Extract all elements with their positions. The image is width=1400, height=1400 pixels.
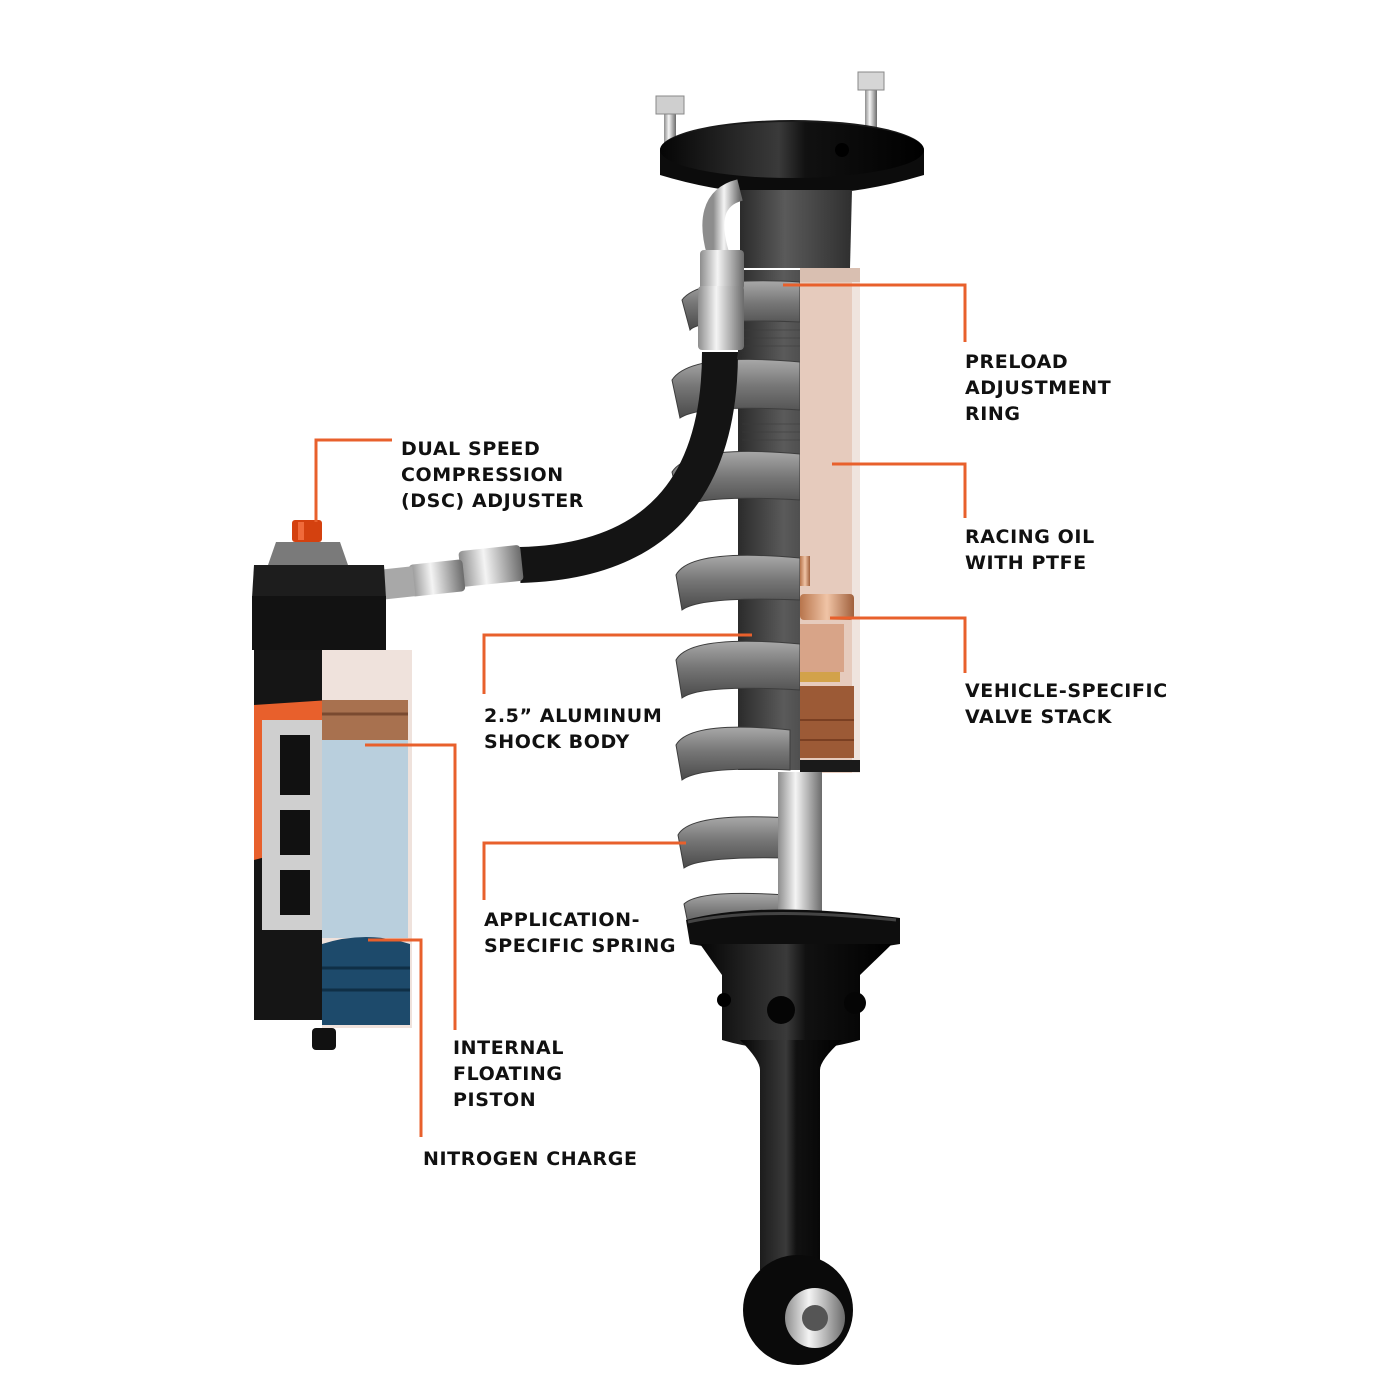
leader-spring [482,841,686,900]
reservoir-hose [378,179,744,600]
shaft [778,772,822,922]
callout-dsc-adjuster: DUAL SPEED COMPRESSION (DSC) ADJUSTER [401,436,584,514]
callout-line: FLOATING [453,1063,563,1085]
leader-lines [314,283,967,1137]
leader-shock-body [482,633,752,694]
callout-line: COMPRESSION [401,464,564,486]
callout-line: ADJUSTMENT [965,377,1112,399]
leader-floating-piston [365,743,457,1030]
callout-spring: APPLICATION- SPECIFIC SPRING [484,907,676,959]
leader-nitrogen [368,938,423,1137]
leader-dsc-adjuster [314,438,392,522]
callout-line: 2.5” ALUMINUM [484,705,663,727]
leader-preload-ring [783,283,967,342]
callout-floating-piston: INTERNAL FLOATING PISTON [453,1035,564,1113]
callout-line: PRELOAD [965,351,1069,373]
callout-line: WITH PTFE [965,552,1087,574]
cutaway-oil-chamber [800,268,860,773]
callout-line: SPECIFIC SPRING [484,935,677,957]
callout-line: PISTON [453,1089,537,1111]
dsc-adjuster-knob [292,520,322,542]
callout-line: INTERNAL [453,1037,565,1059]
callout-shock-body: 2.5” ALUMINUM SHOCK BODY [484,703,662,755]
callout-line: VALVE STACK [965,706,1113,728]
callout-valve-stack: VEHICLE-SPECIFIC VALVE STACK [965,678,1168,730]
callout-line: RACING OIL [965,526,1095,548]
callout-line: DUAL SPEED [401,438,541,460]
floating-piston-shape [322,700,408,740]
leader-valve-stack [830,616,967,673]
callout-racing-oil: RACING OIL WITH PTFE [965,524,1095,576]
callout-line: SHOCK BODY [484,731,630,753]
remote-reservoir [252,520,412,1050]
top-mount [655,71,924,268]
callout-line: APPLICATION- [484,909,641,931]
callout-line: (DSC) ADJUSTER [401,490,585,512]
callout-line: NITROGEN CHARGE [423,1148,638,1170]
callout-preload-ring: PRELOAD ADJUSTMENT RING [965,349,1111,427]
lower-mount [686,909,900,1365]
leader-racing-oil [832,462,967,518]
callout-nitrogen-charge: NITROGEN CHARGE [423,1146,638,1172]
callout-line: RING [965,403,1021,425]
callout-line: VEHICLE-SPECIFIC [965,680,1168,702]
